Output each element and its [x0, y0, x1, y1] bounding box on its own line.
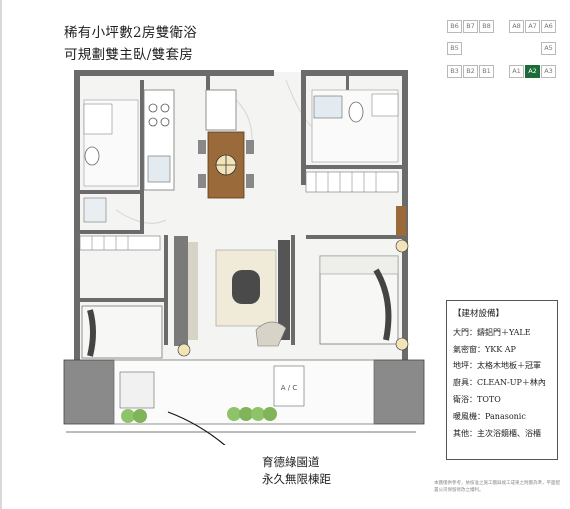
walls [74, 70, 408, 370]
key-unit: B8 [479, 20, 494, 33]
nightstand [396, 206, 406, 236]
balcony-column [373, 359, 425, 425]
washer [119, 371, 155, 409]
spec-row: 廚具：CLEAN-UP＋林內 [453, 378, 546, 388]
spec-panel: 【建材設備】 大門：鑄鋁門＋YALE 氣密窗：YKK AP 地坪：太格木地板＋冠… [446, 300, 558, 460]
key-unit: B3 [447, 65, 462, 78]
lamp-icon [177, 343, 191, 357]
spec-row: 大門：鑄鋁門＋YALE [453, 327, 531, 337]
spec-row: 地坪：太格木地板＋冠軍 [453, 361, 541, 371]
key-unit: B6 [447, 20, 462, 33]
balcony-column [63, 359, 115, 425]
key-unit: A7 [525, 20, 540, 33]
shower-area [83, 103, 113, 135]
armchair [255, 321, 287, 347]
lamp-icon [395, 337, 409, 351]
bed-throw [373, 268, 392, 341]
key-unit: B7 [463, 20, 478, 33]
key-unit: A1 [509, 65, 524, 78]
coffee-table [232, 270, 260, 304]
headline-line-2: 可規劃雙主臥/雙套房 [64, 47, 194, 63]
view-caption: 育德綠園道 永久無限棟距 [262, 454, 331, 488]
ac-unit [273, 365, 305, 407]
key-unit-active: A2 [525, 65, 540, 78]
key-unit: B1 [479, 65, 494, 78]
sink-icon [313, 95, 343, 119]
fridge [205, 89, 237, 131]
spec-row: 暖風機：Panasonic [453, 411, 526, 421]
lamp-icon [395, 239, 409, 253]
disclaimer: 本圖僅供參考，依核准之施工圖與竣工成果之附圖為準，平面配置公司保留修改之權利。 [434, 481, 560, 493]
key-unit: A3 [541, 65, 556, 78]
stove-burner-icon [160, 103, 170, 113]
spec-row: 衛浴：TOTO [453, 394, 501, 404]
view-arrow [167, 411, 226, 445]
headline-line-1: 稀有小坪數2房雙衛浴 [64, 25, 198, 41]
sofa [174, 236, 188, 346]
key-unit: A5 [541, 42, 556, 55]
tv-cabinet [278, 240, 290, 340]
key-unit: B5 [447, 42, 462, 55]
caption-line-2: 永久無限棟距 [262, 472, 331, 486]
kitchen-sink-icon [147, 155, 171, 183]
spec-row: 氣密窗：YKK AP [453, 344, 516, 354]
ac-label: A / C [281, 384, 298, 392]
stove-burner-icon [148, 103, 158, 113]
toilet-icon [348, 101, 364, 123]
dining-chairs [198, 140, 254, 188]
floor-plan: A / C [63, 70, 425, 445]
key-plan: B6 B7 B8 A8 A7 A6 B5 A5 B3 B2 B1 A1 A2 A… [447, 20, 559, 80]
sink-icon [83, 197, 107, 223]
key-unit: A8 [509, 20, 524, 33]
spec-title: 【建材設備】 [453, 309, 505, 319]
stove-burner-icon [148, 117, 158, 127]
page-border [0, 0, 2, 509]
key-unit: A6 [541, 20, 556, 33]
caption-line-1: 育德綠園道 [262, 455, 320, 469]
key-unit: B2 [463, 65, 478, 78]
balcony-plants [121, 407, 277, 423]
stove-burner-icon [160, 117, 170, 127]
spec-row: 其他：主次浴鏡櫃、浴櫃 [453, 428, 541, 438]
toilet-icon [84, 146, 100, 166]
headline: 稀有小坪數2房雙衛浴 可規劃雙主臥/雙套房 [64, 22, 197, 66]
